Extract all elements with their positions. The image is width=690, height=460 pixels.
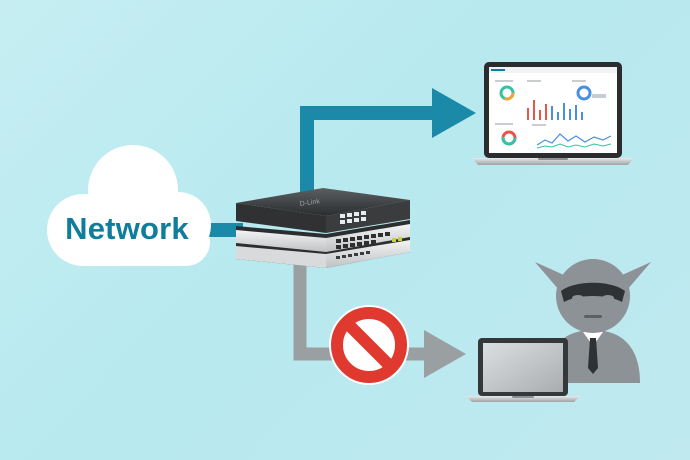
prohibited-icon <box>329 305 409 385</box>
hacker-icon <box>535 259 651 383</box>
network-label: Network <box>65 211 189 246</box>
network-switch-stack-icon: D-Link <box>236 188 410 268</box>
laptop-dashboard-icon <box>472 62 634 165</box>
allowed-connection-arrow <box>205 88 476 237</box>
switch-brand-text: D-Link <box>299 198 321 208</box>
laptop-icon <box>466 338 580 402</box>
cloud-icon <box>47 145 211 266</box>
